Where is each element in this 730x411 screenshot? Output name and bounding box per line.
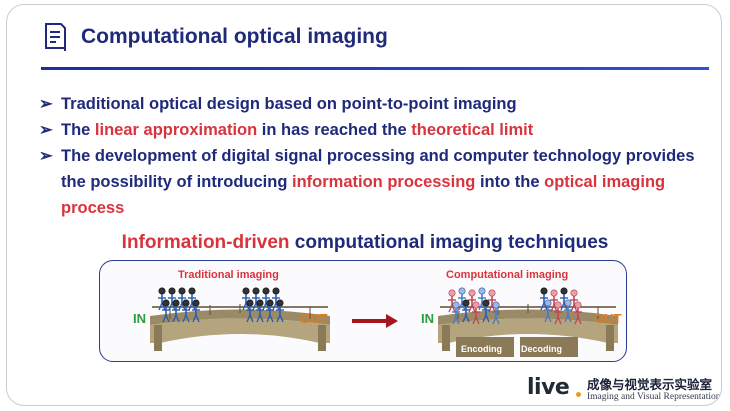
right-arrow-icon [352,314,398,328]
subheading-highlight: Information-driven [121,232,290,253]
decoding-label: Decoding [521,344,563,354]
logo-mark: live [527,375,570,400]
bullet-text-mid: in has reached the [257,121,412,139]
bullet-arrow-icon: ➢ [39,121,53,139]
bullet-item: ➢ The development of digital signal proc… [37,143,697,221]
encoding-label: Encoding [461,344,502,354]
highlight-text: linear approximation [94,121,258,139]
bullet-list: ➢ Traditional optical design based on po… [37,91,697,221]
in-label: IN [421,311,434,326]
logo-dot-icon [576,392,581,397]
decoding-block [520,337,578,357]
highlight-text: information processing [292,173,476,191]
subheading-rest: computational imaging techniques [289,232,609,253]
page-title: Computational optical imaging [81,25,388,48]
logo-chinese-name: 成像与视觉表示实验室 [587,377,713,392]
bridge-illustration [149,286,619,357]
traditional-imaging-label: Traditional imaging [178,269,279,281]
encoding-block [456,337,514,357]
imaging-figure: Traditional imaging Computational imagin… [99,260,627,362]
bullet-text-mid: into the [475,173,545,191]
in-label: IN [133,311,146,326]
bullet-text-pre: The development of digital signal proces… [61,147,695,191]
bullet-text: Traditional optical design based on poin… [61,95,517,113]
highlight-text: optical imaging process [61,173,666,217]
bullet-text-pre: The [61,121,95,139]
document-icon [45,23,66,51]
highlight-text: theoretical limit [411,121,534,139]
logo-english-name: Imaging and Visual Representation [587,392,721,402]
bullet-item: ➢ Traditional optical design based on po… [37,91,697,117]
computational-imaging-label: Computational imaging [446,269,569,281]
slide: Computational optical imaging ➢ Traditio… [6,4,722,406]
bullet-arrow-icon: ➢ [39,147,53,165]
bullet-item: ➢ The linear approximation in has reache… [37,117,697,143]
out-label: OUT [594,311,622,326]
out-label: OUT [300,311,328,326]
title-divider [41,67,709,70]
section-subheading: Information-driven computational imaging… [7,232,721,254]
bullet-arrow-icon: ➢ [39,95,53,113]
